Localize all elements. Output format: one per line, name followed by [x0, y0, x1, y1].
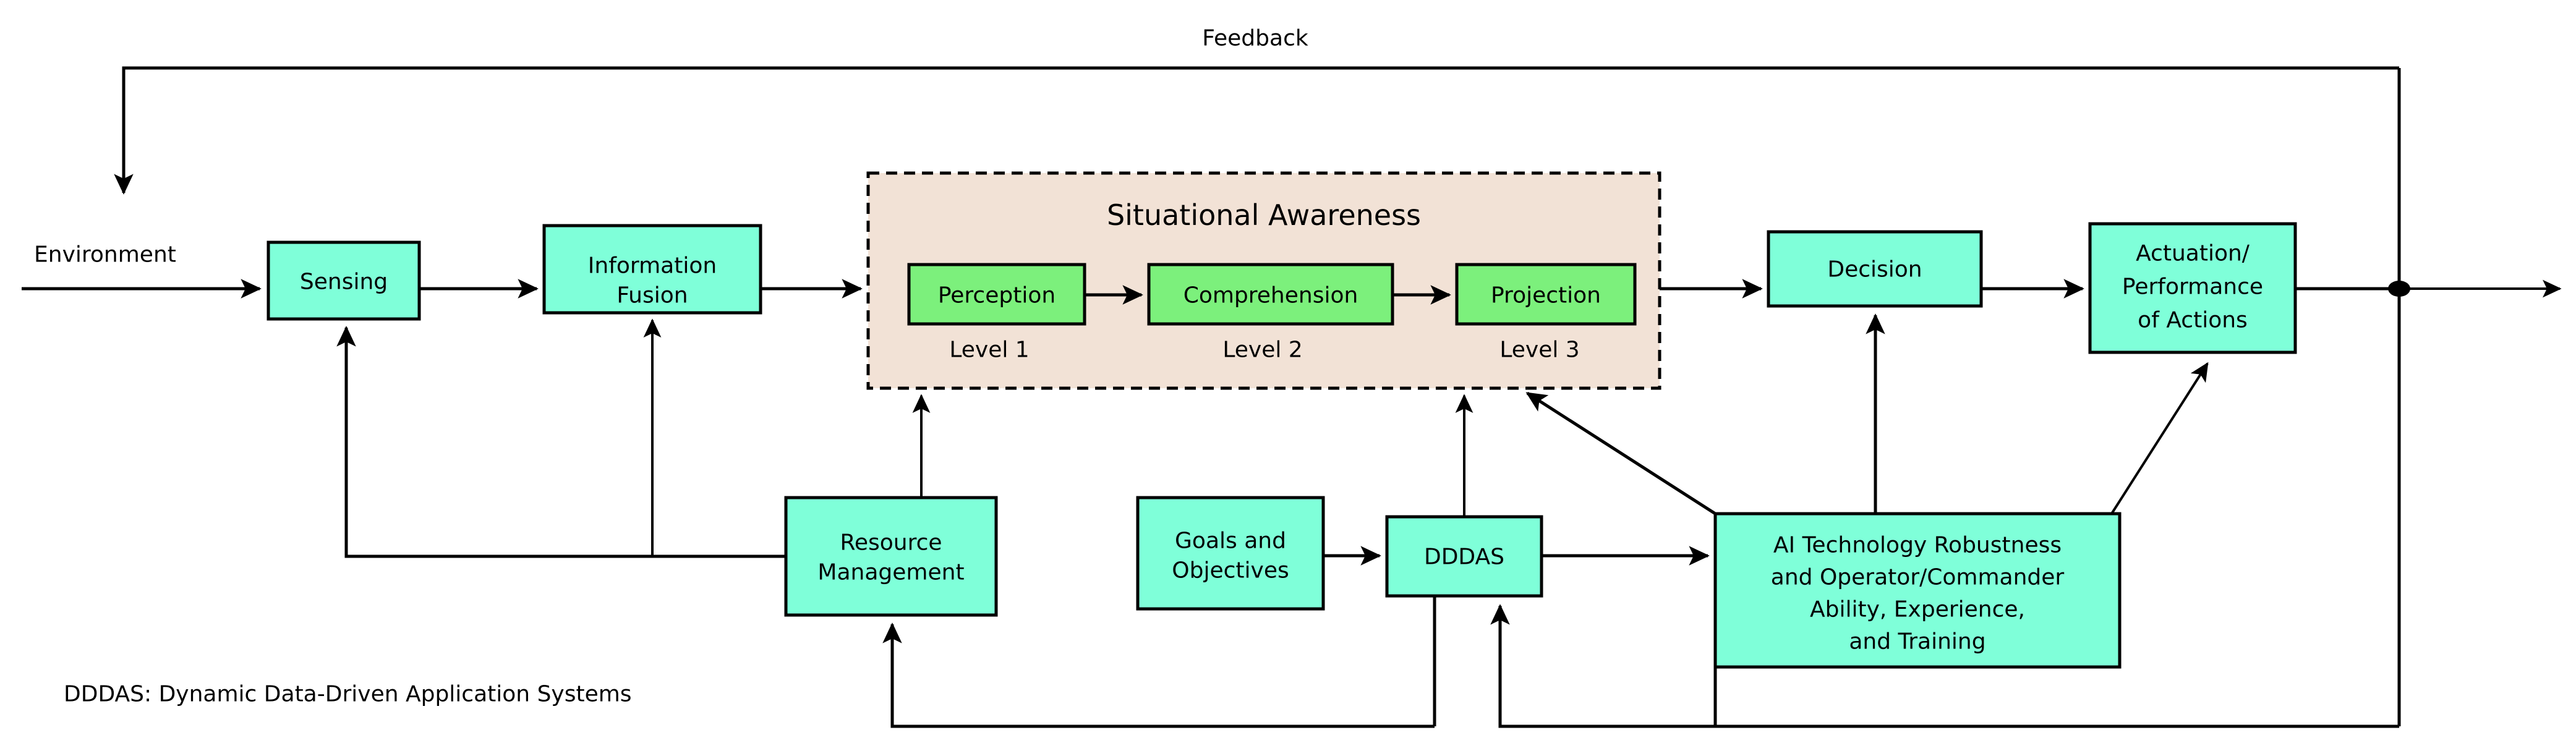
node-sensing-label: Sensing	[300, 270, 388, 295]
group-situational-awareness: Situational Awareness Perception Level 1…	[866, 171, 1661, 390]
node-perception-label: Perception	[938, 283, 1056, 308]
node-ai-technology-label-3: Ability, Experience,	[1810, 597, 2025, 622]
node-ai-technology-label-2: and Operator/Commander	[1771, 565, 2065, 590]
level-1-label: Level 1	[949, 338, 1029, 363]
node-dddas[interactable]: DDDAS	[1385, 515, 1543, 598]
edge-actuation-output	[2295, 68, 2562, 726]
node-actuation-label-1: Actuation/	[2136, 241, 2250, 266]
level-3-label: Level 3	[1499, 338, 1579, 363]
node-resource-management-label-2: Management	[817, 560, 964, 585]
node-projection[interactable]: Projection	[1455, 263, 1637, 326]
node-goals-objectives[interactable]: Goals and Objectives	[1136, 496, 1325, 611]
edge-bottom-rail-to-resource-management	[882, 596, 2399, 728]
node-comprehension-label: Comprehension	[1184, 283, 1358, 308]
node-perception[interactable]: Perception	[907, 263, 1086, 326]
node-sensing[interactable]: Sensing	[267, 240, 421, 321]
node-actuation-label-2: Performance	[2122, 274, 2263, 300]
node-actuation[interactable]: Actuation/ Performance of Actions	[2088, 222, 2297, 354]
node-decision[interactable]: Decision	[1767, 230, 1983, 308]
edge-ai-technology-to-actuation	[2110, 362, 2209, 515]
feedback-label: Feedback	[1202, 26, 1308, 51]
edge-bottom-rail-to-dddas	[1490, 604, 1717, 728]
node-comprehension[interactable]: Comprehension	[1147, 263, 1394, 326]
node-actuation-label-3: of Actions	[2138, 308, 2248, 333]
node-resource-management-label-1: Resource	[840, 530, 942, 556]
environment-label: Environment	[34, 242, 176, 268]
group-situational-awareness-title: Situational Awareness	[1107, 198, 1421, 232]
edge-feedback-top	[114, 66, 2399, 195]
level-2-label: Level 2	[1222, 338, 1302, 363]
node-information-fusion-label-1: Information	[588, 253, 717, 279]
edge-ai-technology-to-projection	[1525, 391, 1717, 516]
node-projection-label: Projection	[1491, 283, 1601, 308]
edge-resource-management-to-sensing-and-fusion	[336, 318, 786, 558]
node-ai-technology[interactable]: AI Technology Robustness and Operator/Co…	[1713, 512, 2122, 669]
junction-dot	[2388, 281, 2410, 297]
node-ai-technology-label-1: AI Technology Robustness	[1773, 533, 2062, 558]
node-goals-objectives-label-1: Goals and	[1175, 529, 1286, 554]
node-goals-objectives-label-2: Objectives	[1172, 558, 1289, 584]
node-information-fusion-label-2: Fusion	[616, 283, 688, 308]
node-resource-management[interactable]: Resource Management	[784, 496, 998, 617]
node-decision-label: Decision	[1827, 257, 1922, 282]
node-dddas-label: DDDAS	[1424, 545, 1504, 570]
node-ai-technology-label-4: and Training	[1849, 629, 1985, 655]
legend-text: DDDAS: Dynamic Data-Driven Application S…	[64, 682, 632, 707]
node-information-fusion[interactable]: Information Fusion	[542, 224, 762, 315]
